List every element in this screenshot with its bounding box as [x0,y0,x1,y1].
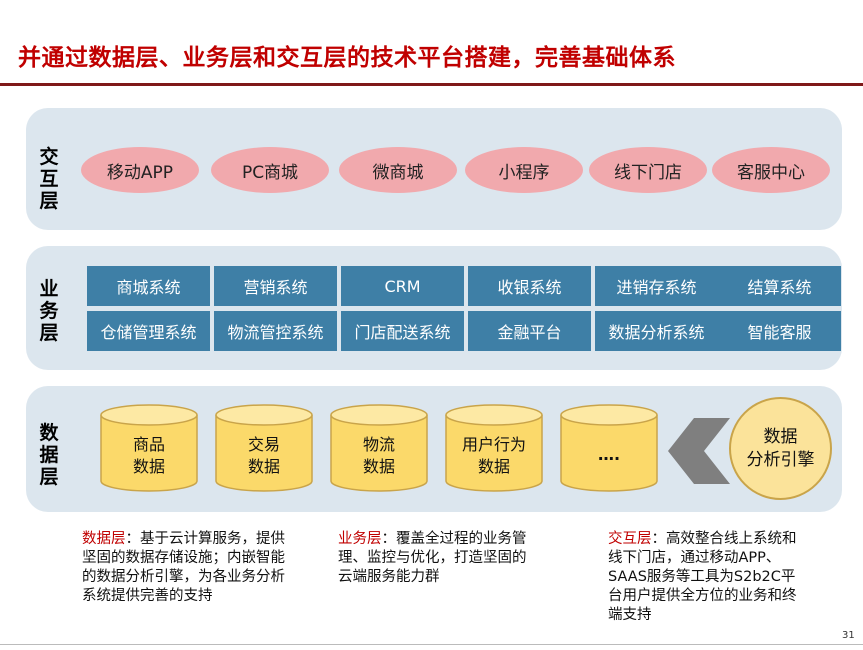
description-label: 交互层 [608,531,652,547]
data-layer-description: 数据层：基于云计算服务，提供坚固的数据存储设施；内嵌智能的数据分析引擎，为各业务… [82,530,290,606]
layer-label-char: 交 [39,146,59,168]
interaction-item-mobile-app: 移动APP [81,147,199,193]
business-layer-description: 业务层：覆盖全过程的业务管理、监控与优化，打造坚固的云端服务能力群 [338,530,538,587]
system-data-analysis: 数据分析系统 [595,311,718,351]
data-cylinder-transaction: 交易数据 [215,404,313,492]
data-layer-label-text: 数据层 [36,422,62,488]
cylinder-label-line2: 数据 [362,457,395,476]
cylinder-label-line1: 用户行为 [461,435,526,454]
chevron-left-icon [668,418,730,484]
page-title: 并通过数据层、业务层和交互层的技术平台搭建，完善基础体系 [18,45,676,71]
engine-label-line2: 分析引擎 [746,449,815,470]
data-cylinder-product: 商品数据 [100,404,198,492]
system-finance: 金融平台 [468,311,591,351]
data-cylinder-logistics: 物流数据 [330,404,428,492]
layer-label-char: 互 [39,168,59,190]
layer-label-char: 层 [39,466,59,488]
interaction-item-pc-mall: PC商城 [211,147,329,193]
title-divider [0,83,863,86]
interaction-item-customer-service: 客服中心 [712,147,830,193]
cylinder-label-line2: 数据 [247,457,280,476]
interaction-layer-panel: 交互层 移动APP PC商城 微商城 小程序 线下门店 客服中心 [26,108,842,230]
business-layer-label: 业务层 [36,278,62,344]
interaction-layer-description: 交互层：高效整合线上系统和线下门店，通过移动APP、SAAS服务等工具为S2b2… [608,530,806,625]
description-label: 数据层 [82,531,126,547]
interaction-layer-label: 交互层 [36,146,62,212]
cylinder-label-line2: 数据 [477,457,510,476]
layer-label-char: 层 [39,322,59,344]
cylinder-label-line1: …. [597,445,621,464]
interaction-item-micro-mall: 微商城 [339,147,457,193]
data-layer-label: 数据层 [36,422,62,488]
system-inventory: 进销存系统 [595,266,718,306]
footer-divider [0,644,863,645]
business-layer-label-text: 业务层 [36,278,62,344]
system-mall: 商城系统 [87,266,210,306]
system-cashier: 收银系统 [468,266,591,306]
description-text: ：高效整合线上系统和线下门店，通过移动APP、SAAS服务等工具为S2b2C平台… [608,531,797,623]
layer-label-char: 数 [39,422,59,444]
cylinder-label-line1: 商品 [132,435,165,454]
page-number: 31 [842,630,855,641]
interaction-item-offline-store: 线下门店 [589,147,707,193]
data-cylinder-more: …. [560,404,658,492]
system-logistics: 物流管控系统 [214,311,337,351]
system-settlement: 结算系统 [718,266,841,306]
data-cylinder-user-behavior: 用户行为数据 [445,404,543,492]
description-label: 业务层 [338,531,382,547]
data-analysis-engine: 数据 分析引擎 [729,397,832,500]
business-layer-panel: 业务层 商城系统 营销系统 CRM 收银系统 进销存系统 结算系统 仓储管理系统… [26,246,842,370]
system-warehouse: 仓储管理系统 [87,311,210,351]
system-smart-service: 智能客服 [718,311,841,351]
system-marketing: 营销系统 [214,266,337,306]
layer-label-char: 务 [39,300,59,322]
layer-label-char: 业 [39,278,59,300]
interaction-layer-label-text: 交互层 [36,146,62,212]
description-text: ：基于云计算服务，提供坚固的数据存储设施；内嵌智能的数据分析引擎，为各业务分析系… [82,531,285,604]
cylinder-label-line1: 物流 [362,435,395,454]
interaction-item-mini-program: 小程序 [465,147,583,193]
cylinder-label-line1: 交易 [247,435,280,454]
layer-label-char: 层 [39,190,59,212]
system-crm: CRM [341,266,464,306]
system-store-delivery: 门店配送系统 [341,311,464,351]
engine-label-line1: 数据 [763,426,798,447]
description-text: ：覆盖全过程的业务管理、监控与优化，打造坚固的云端服务能力群 [338,531,527,585]
cylinder-label-line2: 数据 [132,457,165,476]
layer-label-char: 据 [39,444,59,466]
